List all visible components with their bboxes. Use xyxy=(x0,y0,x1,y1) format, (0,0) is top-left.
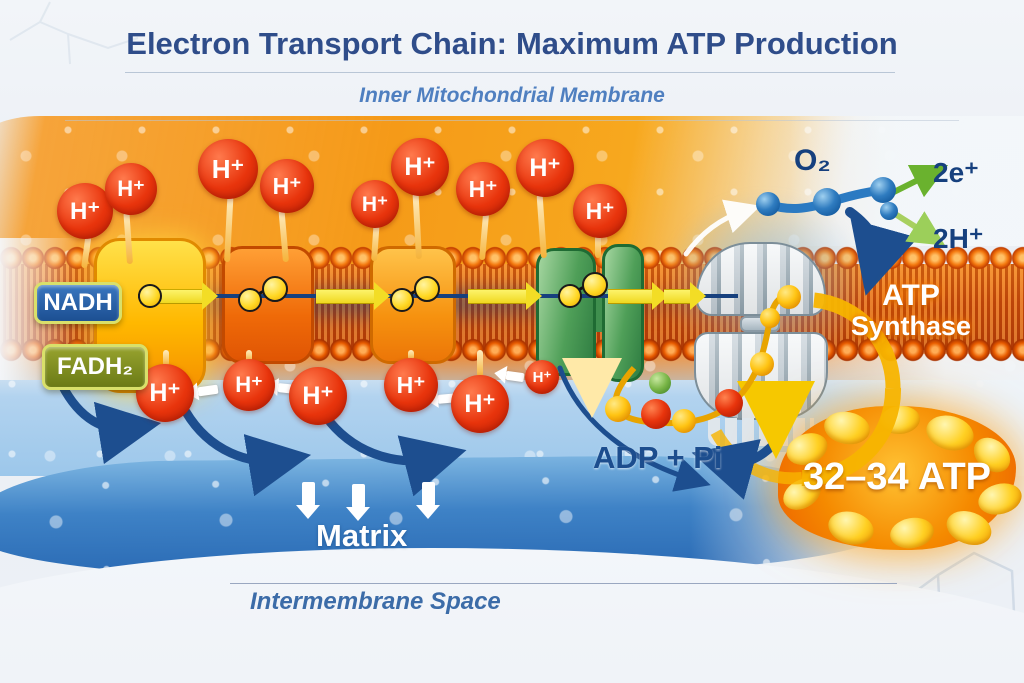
membrane-subtitle: Inner Mitochondrial Membrane xyxy=(359,84,665,107)
divider-under-subtitle xyxy=(65,120,959,121)
h-plus-label: H⁺ xyxy=(70,197,100,225)
h-plus-ion: H⁺ xyxy=(105,163,157,215)
h-plus-label: H⁺ xyxy=(585,197,615,224)
proton-return-arc xyxy=(801,387,902,487)
divider-above-intermembrane xyxy=(230,583,897,584)
atp-synthase-label-line2: Synthase xyxy=(850,310,972,341)
electron-arrow xyxy=(664,282,706,310)
nadh-badge: NADH xyxy=(34,282,122,324)
h-plus-label: H⁺ xyxy=(302,382,334,410)
proton-stalk xyxy=(595,234,601,258)
matrix-down-arrow xyxy=(296,482,320,519)
matrix-down-arrow xyxy=(346,484,370,521)
electron-ball xyxy=(238,288,262,312)
electron-release-arrow xyxy=(887,164,949,198)
protons-released-label: 2H⁺ xyxy=(933,223,984,254)
h-plus-ion: H⁺ xyxy=(351,180,399,228)
proton-flow-arrow xyxy=(57,380,162,465)
proton-flow-arrow xyxy=(181,407,312,497)
h-plus-label: H⁺ xyxy=(272,172,302,199)
h-plus-label: H⁺ xyxy=(532,369,552,386)
chain-bead-yellow xyxy=(605,396,631,422)
h-plus-label: H⁺ xyxy=(211,153,245,184)
nadh-label: NADH xyxy=(43,289,113,316)
fadh2-label: FADH₂ xyxy=(57,353,133,380)
intermembrane-space-label: Intermembrane Space xyxy=(250,588,501,615)
h-plus-ion: H⁺ xyxy=(391,138,449,196)
fadh2-badge: FADH₂ xyxy=(42,344,148,390)
h-plus-ion: H⁺ xyxy=(573,184,627,238)
proton-stalk xyxy=(246,350,252,362)
proton-flow-arrow xyxy=(325,417,467,497)
h-plus-ion: H⁺ xyxy=(384,358,438,412)
adp-pi-label: ADP + Pi xyxy=(593,440,723,475)
h-plus-ion: H⁺ xyxy=(525,360,559,394)
chain-bead-red xyxy=(715,389,743,417)
h-plus-label: H⁺ xyxy=(149,379,181,407)
protein-complex-2 xyxy=(222,246,314,364)
oxygen-atom xyxy=(813,188,841,216)
chain-bead-red xyxy=(641,399,671,429)
h-plus-label: H⁺ xyxy=(529,154,561,182)
chain-bead-yellow xyxy=(672,409,696,433)
h-plus-label: H⁺ xyxy=(361,192,389,216)
h-plus-label: H⁺ xyxy=(235,372,263,397)
molecule-watermark-topleft xyxy=(9,1,139,65)
title-sub: Maximum ATP Production xyxy=(515,26,898,61)
proton-stalk xyxy=(163,350,169,366)
h-plus-ion: H⁺ xyxy=(289,367,347,425)
chain-bead-yellow xyxy=(777,285,801,309)
electron-ball xyxy=(262,276,288,302)
atp-synthase-label-line1: ATP xyxy=(882,279,940,312)
electron-ball xyxy=(414,276,440,302)
h-plus-label: H⁺ xyxy=(464,390,496,418)
h-plus-ion: H⁺ xyxy=(198,139,258,199)
h-plus-ion: H⁺ xyxy=(456,162,510,216)
electron-to-oxygen-arrow xyxy=(683,199,761,257)
electron-pair xyxy=(388,276,442,312)
electron-arrow xyxy=(316,282,390,310)
page-title: Electron Transport Chain:Maximum ATP Pro… xyxy=(0,26,1024,62)
h-plus-ion: H⁺ xyxy=(223,359,275,411)
atp-yield-label: 32–34 ATP xyxy=(803,456,991,498)
divider-under-title xyxy=(125,72,895,73)
oxygen-atom xyxy=(870,177,896,203)
electron-pair xyxy=(236,276,290,312)
matrix-down-arrow xyxy=(416,482,440,519)
electron-carrier-ball xyxy=(138,284,162,308)
atp-synthase-label: ATP Synthase xyxy=(836,280,986,340)
electron-ball xyxy=(390,288,414,312)
h-plus-ion: H⁺ xyxy=(57,183,113,239)
proton-stalk xyxy=(408,350,414,360)
title-main: Electron Transport Chain: xyxy=(126,26,507,61)
protein-complex-4-green xyxy=(536,244,648,384)
h-plus-ion: H⁺ xyxy=(516,139,574,197)
electron-arrow xyxy=(608,282,668,310)
chain-bead-green xyxy=(649,372,671,394)
electron-pair xyxy=(556,272,610,308)
complex4-left-lobe xyxy=(536,248,596,376)
chain-bead-yellow xyxy=(760,308,780,328)
electron-arrow xyxy=(468,282,542,310)
proton-release-arrow xyxy=(889,209,946,246)
h-plus-label: H⁺ xyxy=(468,175,498,202)
chain-bead-yellow xyxy=(750,352,774,376)
oxygen-label: O₂ xyxy=(794,144,831,177)
h-plus-label: H⁺ xyxy=(117,176,145,201)
proton-return-arc xyxy=(813,292,901,389)
h-plus-label: H⁺ xyxy=(404,153,436,181)
h-plus-label: H⁺ xyxy=(396,371,426,398)
oxygen-atom xyxy=(756,192,780,216)
electron-ball xyxy=(558,284,582,308)
electron-ball xyxy=(582,272,608,298)
h-plus-ion: H⁺ xyxy=(260,159,314,213)
electrons-released-label: 2e⁺ xyxy=(933,157,979,188)
h-plus-ion: H⁺ xyxy=(451,375,509,433)
electron-path-line xyxy=(138,294,738,298)
oxygen-to-membrane-arrow xyxy=(845,207,919,296)
oxygen-atom xyxy=(880,202,898,220)
matrix-label: Matrix xyxy=(316,518,408,553)
proton-stalk xyxy=(477,350,483,377)
